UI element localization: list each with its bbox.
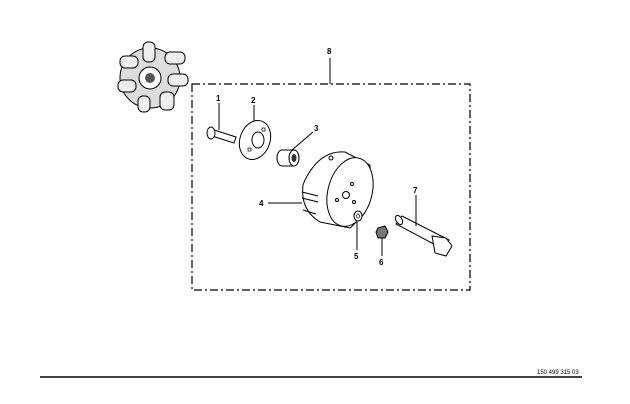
- callout-7: 7: [413, 186, 418, 195]
- callout-6: 6: [379, 258, 384, 267]
- kit-boundary: [191, 83, 471, 291]
- assembly-thumbnail: [117, 41, 189, 113]
- part-1-bolt: [206, 126, 237, 144]
- callout-4: 4: [259, 199, 264, 208]
- callout-8: 8: [327, 47, 332, 56]
- part-7-pin: [394, 214, 453, 257]
- part-6-nut: [375, 225, 389, 239]
- reference-number: 150 499 315 03: [537, 370, 579, 376]
- part-5-washer: [353, 210, 363, 222]
- part-4-drum: [301, 151, 374, 229]
- part-3-bushing: [276, 149, 300, 167]
- callout-2: 2: [251, 96, 256, 105]
- part-2-flange: [238, 120, 272, 160]
- callout-5: 5: [354, 252, 359, 261]
- callout-3: 3: [314, 124, 319, 133]
- callout-1: 1: [216, 94, 221, 103]
